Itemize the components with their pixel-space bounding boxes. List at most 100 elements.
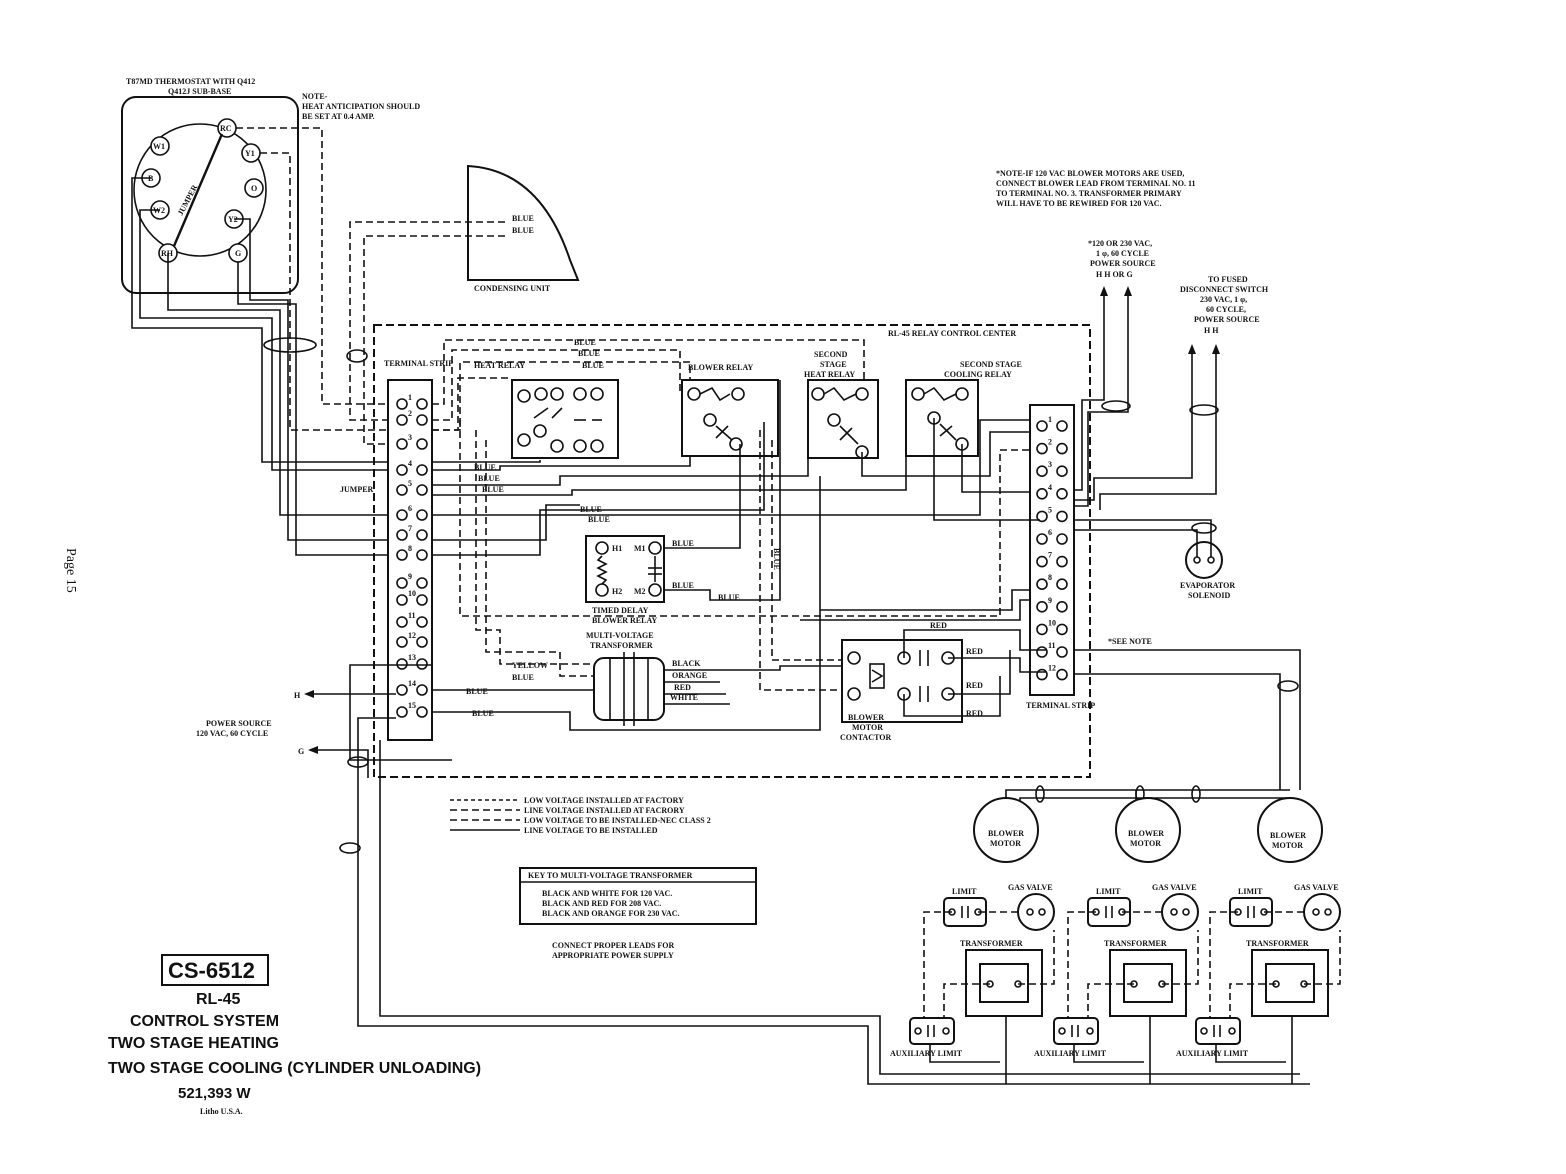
right-terminal-4-a xyxy=(1036,487,1048,500)
timed-delay-2: BLOWER RELAY xyxy=(592,616,658,625)
wl-blue-4: BLUE xyxy=(474,463,496,472)
ps1-line3: POWER SOURCE xyxy=(1090,259,1156,268)
left-terminal-8-b xyxy=(416,549,428,561)
left-strip-label: TERMINAL STRIP xyxy=(384,359,453,368)
left-terminal-num: 4 xyxy=(408,459,412,468)
note-blower-motors: *NOTE-IF 120 VAC BLOWER MOTORS ARE USED,… xyxy=(996,169,1196,208)
right-terminal-7-a xyxy=(1036,555,1048,568)
left-terminal-num: 1 xyxy=(408,393,412,402)
wl-red-5: RED xyxy=(966,709,983,718)
key-line-1: BLACK AND WHITE FOR 120 VAC. xyxy=(542,889,672,898)
left-terminal-num: 9 xyxy=(408,572,412,581)
t-y2: Y2 xyxy=(228,215,238,224)
ps1-line1: *120 OR 230 VAC, xyxy=(1088,239,1152,248)
left-terminal-num: 7 xyxy=(408,524,412,533)
see-note-label: *SEE NOTE xyxy=(1108,637,1152,646)
thermostat-jumper-wire xyxy=(172,133,224,247)
relay-control-center: RL-45 RELAY CONTROL CENTER TERMINAL STRI… xyxy=(340,324,1301,790)
ssc-relay-1: SECOND STAGE xyxy=(960,360,1022,369)
title-line6: Litho U.S.A. xyxy=(200,1107,243,1116)
right-terminal-num: 10 xyxy=(1048,618,1056,627)
left-terminal-num: 3 xyxy=(408,433,412,442)
note-blower-4: WILL HAVE TO BE REWIRED FOR 120 VAC. xyxy=(996,199,1162,208)
t-rc: RC xyxy=(220,124,232,133)
right-terminal-4-b xyxy=(1056,487,1068,500)
right-terminal-3-a xyxy=(1036,465,1048,478)
control-center-title: RL-45 RELAY CONTROL CENTER xyxy=(888,329,1016,338)
left-terminal-num: 6 xyxy=(408,504,412,513)
aux-limit-switch xyxy=(909,1017,955,1045)
gas-valve-label: GAS VALVE xyxy=(1008,883,1053,892)
note-heat-2: HEAT ANTICIPATION SHOULD xyxy=(302,102,420,111)
left-terminal-num: 14 xyxy=(408,679,416,688)
key-line-3: BLACK AND ORANGE FOR 230 VAC. xyxy=(542,909,680,918)
legend-1: LOW VOLTAGE INSTALLED AT FACTORY xyxy=(524,796,684,805)
g-label: G xyxy=(298,747,304,756)
limit-label: LIMIT xyxy=(1238,887,1263,896)
timed-delay-contacts: H1 M1 H2 M2 xyxy=(595,541,662,597)
td-m1: M1 xyxy=(634,544,646,553)
td-h2: H2 xyxy=(612,587,622,596)
wl-blue-6: BLUE xyxy=(482,485,504,494)
jumper-label: JUMPER xyxy=(340,485,374,494)
right-terminal-num: 3 xyxy=(1048,460,1052,469)
h-label: H xyxy=(294,691,301,700)
right-terminal-3-b xyxy=(1056,465,1068,478)
right-terminal-num: 12 xyxy=(1048,664,1056,673)
right-terminal-5-b xyxy=(1056,510,1068,523)
left-terminal-9-a xyxy=(396,577,408,589)
right-terminal-11-a xyxy=(1036,646,1048,658)
left-terminal-num: 2 xyxy=(408,409,412,418)
ssh-relay-1: SECOND xyxy=(814,350,848,359)
left-terminal-6-a xyxy=(396,509,408,521)
aux-limit-label: AUXILIARY LIMIT xyxy=(1176,1049,1249,1058)
left-terminal-14-a xyxy=(396,684,408,696)
left-terminal-4-b xyxy=(416,464,428,476)
td-h1: H1 xyxy=(612,544,622,553)
wl-blue-1: BLUE xyxy=(574,338,596,347)
wl-yellow: YELLOW xyxy=(512,661,548,670)
right-terminal-num: 4 xyxy=(1048,483,1052,492)
bm1-1: BLOWER xyxy=(988,829,1024,838)
left-terminal-14-b xyxy=(416,684,428,696)
ps1-line4: H H OR G xyxy=(1096,270,1133,279)
left-terminal-13-b xyxy=(416,658,428,670)
wl-blue-11: BLUE xyxy=(718,593,740,602)
left-terminal-10-a xyxy=(396,594,408,606)
note-heat-anticipation: NOTE- HEAT ANTICIPATION SHOULD BE SET AT… xyxy=(302,92,420,121)
wl-blue-3: BLUE xyxy=(582,361,604,370)
title-line1: RL-45 xyxy=(196,991,241,1008)
wl-blue-10: BLUE xyxy=(672,581,694,590)
left-terminal-2-b xyxy=(416,414,428,426)
ps2-line1: TO FUSED xyxy=(1208,275,1248,284)
right-terminal-9-a xyxy=(1036,600,1048,613)
limit-switch xyxy=(943,897,987,927)
ps2-line4: 60 CYCLE, xyxy=(1206,305,1246,314)
right-terminal-12-a xyxy=(1036,668,1048,681)
heat-relay-label: HEAT RELAY xyxy=(474,361,525,370)
right-strip-label: TERMINAL STRIP xyxy=(1026,701,1095,710)
t-w1: W1 xyxy=(153,142,165,151)
blower-relay-label: BLOWER RELAY xyxy=(688,363,754,372)
left-terminal-12-a xyxy=(396,636,408,648)
aux-limit-switch xyxy=(1195,1017,1241,1045)
right-terminal-7-b xyxy=(1056,555,1068,568)
contactor-2: MOTOR xyxy=(852,723,883,732)
transformer-label: TRANSFORMER xyxy=(960,939,1023,948)
title-line4: TWO STAGE COOLING (CYLINDER UNLOADING) xyxy=(108,1060,481,1077)
right-terminal-10-a xyxy=(1036,623,1048,636)
limit-switch xyxy=(1087,897,1131,927)
left-terminal-5-b xyxy=(416,484,428,496)
left-terminal-4-a xyxy=(396,464,408,476)
ssc-relay-contacts xyxy=(911,386,969,451)
left-terminal-7-a xyxy=(396,529,408,541)
ssh-relay-3: HEAT RELAY xyxy=(804,370,855,379)
contactor-contacts xyxy=(847,650,955,702)
right-terminal-10-b xyxy=(1056,623,1068,636)
legend-2: LINE VOLTAGE INSTALLED AT FACRORY xyxy=(524,806,685,815)
evaporator-1: EVAPORATOR xyxy=(1180,581,1235,590)
ps1-line2: 1 φ, 60 CYCLE xyxy=(1096,249,1149,258)
